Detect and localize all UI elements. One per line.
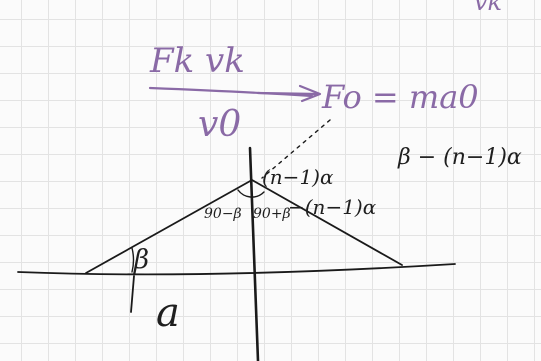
- label-apex-left: 90−β: [204, 206, 242, 222]
- triangle-right-side: [251, 179, 403, 266]
- top-right-fragment: vk: [474, 0, 502, 16]
- label-beta-minus-n-alpha: β − (n−1)α: [397, 145, 522, 170]
- horizontal-ground-line: [17, 263, 456, 276]
- label-base-beta: β: [133, 245, 149, 275]
- implies-arrow-head: [298, 84, 322, 103]
- dashed-extension-line: [261, 119, 331, 179]
- apex-angle-arc: [237, 189, 265, 198]
- fraction-numerator: Fk vk: [149, 41, 245, 81]
- implies-arrow-line-top: [256, 91, 320, 96]
- fraction-bar: [148, 86, 314, 98]
- label-n-minus-one-alpha: (n−1)α: [262, 165, 334, 189]
- fraction-denominator: v0: [198, 104, 241, 145]
- label-apex-right: 90+β: [253, 206, 291, 222]
- vertical-axis-line: [248, 146, 260, 361]
- equation-force: Fo = ma0: [321, 78, 479, 116]
- base-angle-arc: [131, 247, 135, 273]
- label-length-a: a: [156, 290, 180, 336]
- label-apex-tail: −(n−1)α: [288, 195, 377, 219]
- triangle-left-side: [85, 179, 253, 274]
- length-tick-mark: [130, 275, 135, 313]
